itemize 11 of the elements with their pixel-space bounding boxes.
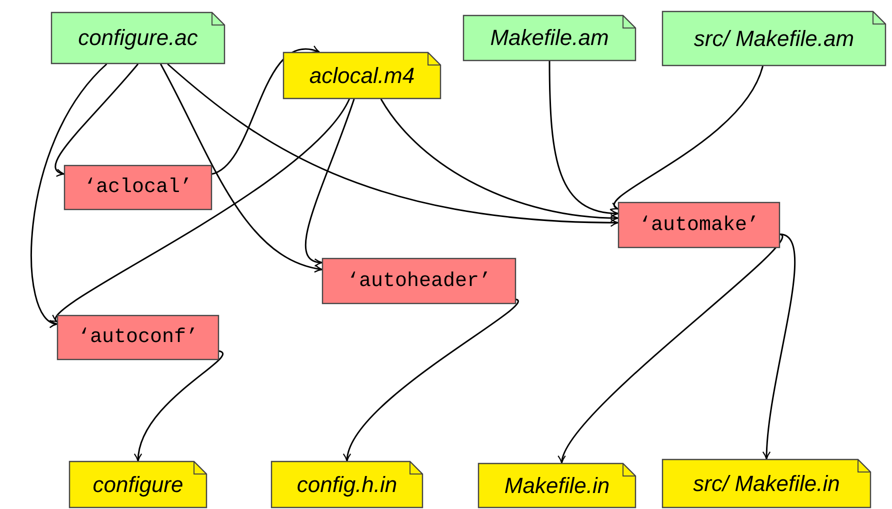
node-label: ‘autoconf’ [78, 326, 198, 349]
node-label: ‘automake’ [638, 214, 760, 236]
node-label: Makefile.am [490, 25, 609, 51]
node-label: ‘autoheader’ [346, 270, 492, 292]
node-label: src/ Makefile.in [693, 470, 840, 496]
node-label: src/ Makefile.am [694, 26, 854, 52]
node-label: configure.ac [78, 25, 198, 51]
node-label: Makefile.in [504, 472, 610, 498]
node-label: configure [92, 472, 184, 498]
node-label: config.h.in [296, 472, 398, 498]
node-label: aclocal.m4 [309, 62, 415, 88]
